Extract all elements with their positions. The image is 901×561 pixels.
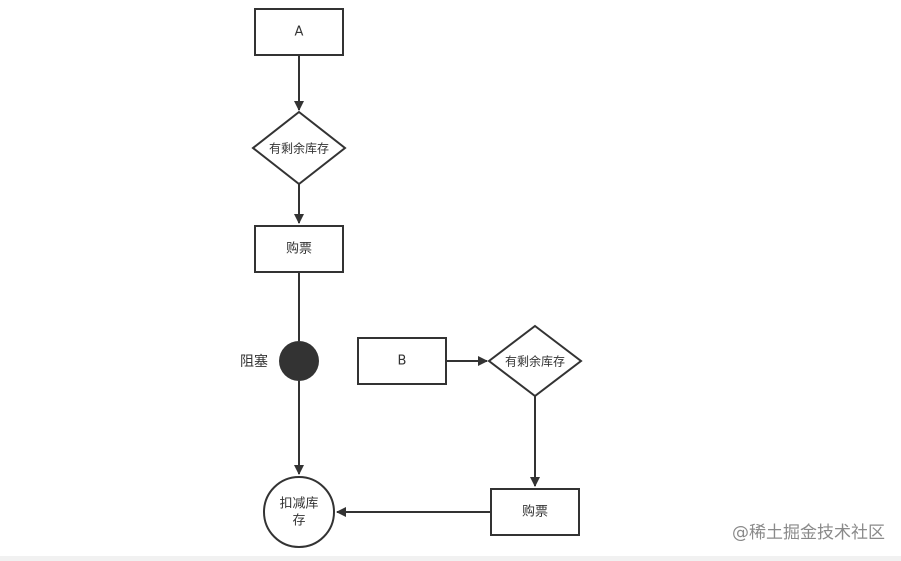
buy-box-b [490,488,580,536]
deduct-label-line1: 扣减库 [279,496,318,512]
flow-a: A 有剩余库存 购票 阻塞 [240,8,347,475]
bottom-strip [0,556,901,561]
deduct-circle [263,476,335,548]
box-b-label: B [398,354,407,369]
diamond-a-label: 有剩余库存 [269,141,329,156]
buy-box-a-label: 购票 [286,241,312,257]
box-a-label: A [295,25,304,40]
block-node [279,341,319,381]
deduct-node: 扣减库 存 [263,476,335,548]
deduct-label-line2: 存 [292,514,305,529]
watermark: @稀土掘金技术社区 [732,523,885,543]
box-b [357,337,447,385]
block-label: 阻塞 [240,353,268,370]
buy-box-b-label: 购票 [522,504,548,520]
diamond-b-label: 有剩余库存 [505,354,565,369]
box-a [254,8,344,56]
flow-b: B 有剩余库存 购票 [336,324,583,536]
buy-box-a [254,225,344,273]
